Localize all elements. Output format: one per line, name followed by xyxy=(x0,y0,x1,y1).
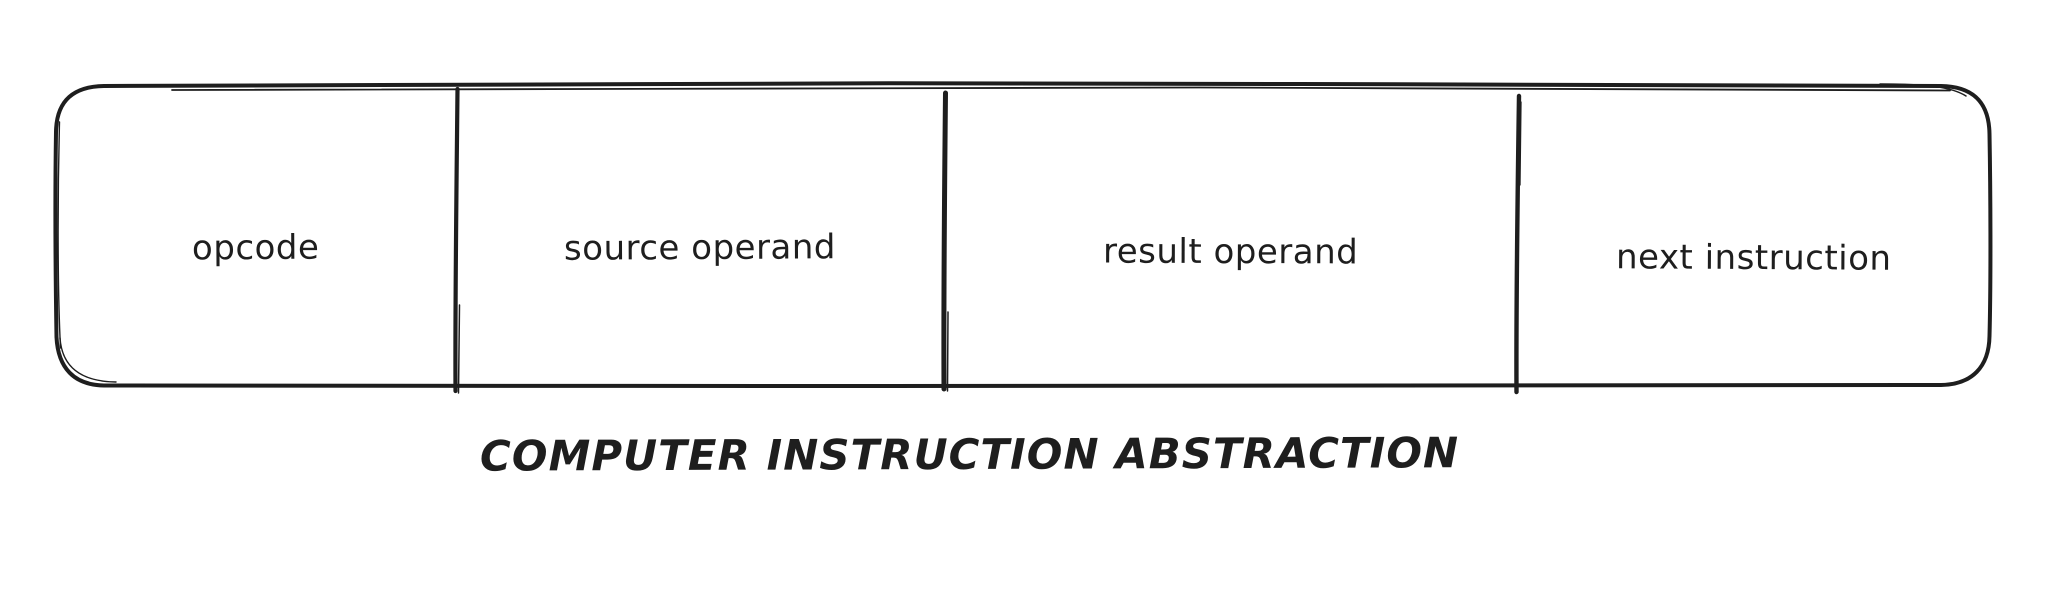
divider-3-sketch xyxy=(1519,101,1522,186)
segment-next-instruction: next instruction xyxy=(1517,83,1990,385)
segment-opcode: opcode xyxy=(56,83,456,385)
segment-opcode-label: opcode xyxy=(192,227,320,269)
segment-source-operand: source operand xyxy=(456,83,944,385)
segment-next-instruction-label: next instruction xyxy=(1615,237,1892,279)
divider-1 xyxy=(453,86,460,394)
box-outline xyxy=(53,81,1993,389)
instruction-segments: opcode source operand result operand nex… xyxy=(0,83,2072,385)
segment-result-operand-label: result operand xyxy=(1102,231,1359,273)
divider-3 xyxy=(1514,93,1522,395)
box-outline-sketch-left xyxy=(57,121,62,349)
divider-1-sketch xyxy=(457,304,461,394)
segment-result-operand: result operand xyxy=(944,83,1517,385)
divider-2-sketch xyxy=(946,311,949,392)
box-outline-sketch-bottomleft xyxy=(59,337,117,383)
divider-2 xyxy=(941,90,948,392)
box-outline-sketch-topright xyxy=(1879,83,1967,97)
diagram-caption: COMPUTER INSTRUCTION ABSTRACTION xyxy=(479,428,1460,481)
segment-source-operand-label: source operand xyxy=(563,227,837,269)
